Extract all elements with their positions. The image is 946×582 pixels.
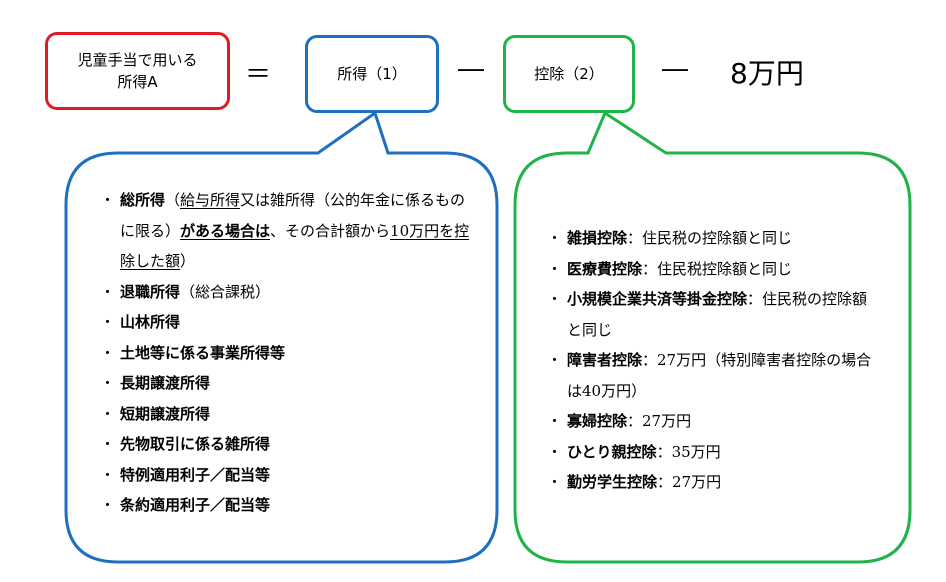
income-a-label-line1: 児童手当で用いる [77, 50, 198, 69]
list-item: 寡婦控除：27万円 [547, 406, 873, 437]
deduction-list: 雑損控除：住民税の控除額と同じ 医療費控除：住民税控除額と同じ 小規模企業共済等… [547, 223, 873, 498]
list-item: 総所得（給与所得又は雑所得（公的年金に係るものに限る）がある場合は、その合計額か… [100, 185, 474, 277]
income-a-box: 児童手当で用いる 所得A [45, 32, 230, 110]
deduction-label: 控除（2） [534, 64, 604, 83]
result-amount: 8万円 [730, 57, 804, 90]
income-a-label-line2: 所得A [117, 73, 158, 91]
list-item: 土地等に係る事業所得等 [100, 338, 474, 369]
minus-sign-2: ― [662, 54, 688, 84]
list-item: 山林所得 [100, 307, 474, 338]
income-label: 所得（1） [337, 64, 407, 83]
list-item: 障害者控除：27万円（特別障害者控除の場合は40万円） [547, 345, 873, 406]
minus-sign-1: ― [458, 54, 484, 84]
income-box: 所得（1） [305, 35, 439, 113]
deduction-bubble [513, 110, 912, 564]
list-item: 条約適用利子／配当等 [100, 490, 474, 521]
list-item: 勤労学生控除：27万円 [547, 467, 873, 498]
income-list: 総所得（給与所得又は雑所得（公的年金に係るものに限る）がある場合は、その合計額か… [100, 185, 474, 521]
list-item: 短期譲渡所得 [100, 399, 474, 430]
list-item: 医療費控除：住民税控除額と同じ [547, 254, 873, 285]
list-item: 先物取引に係る雑所得 [100, 429, 474, 460]
list-item: ひとり親控除：35万円 [547, 437, 873, 468]
list-item: 長期譲渡所得 [100, 368, 474, 399]
list-item: 退職所得（総合課税） [100, 277, 474, 308]
deduction-box: 控除（2） [503, 35, 635, 113]
list-item: 特例適用利子／配当等 [100, 460, 474, 491]
list-item: 小規模企業共済等掛金控除：住民税の控除額と同じ [547, 284, 873, 345]
equals-sign: ＝ [245, 60, 272, 90]
income-bubble [64, 110, 499, 564]
list-item: 雑損控除：住民税の控除額と同じ [547, 223, 873, 254]
